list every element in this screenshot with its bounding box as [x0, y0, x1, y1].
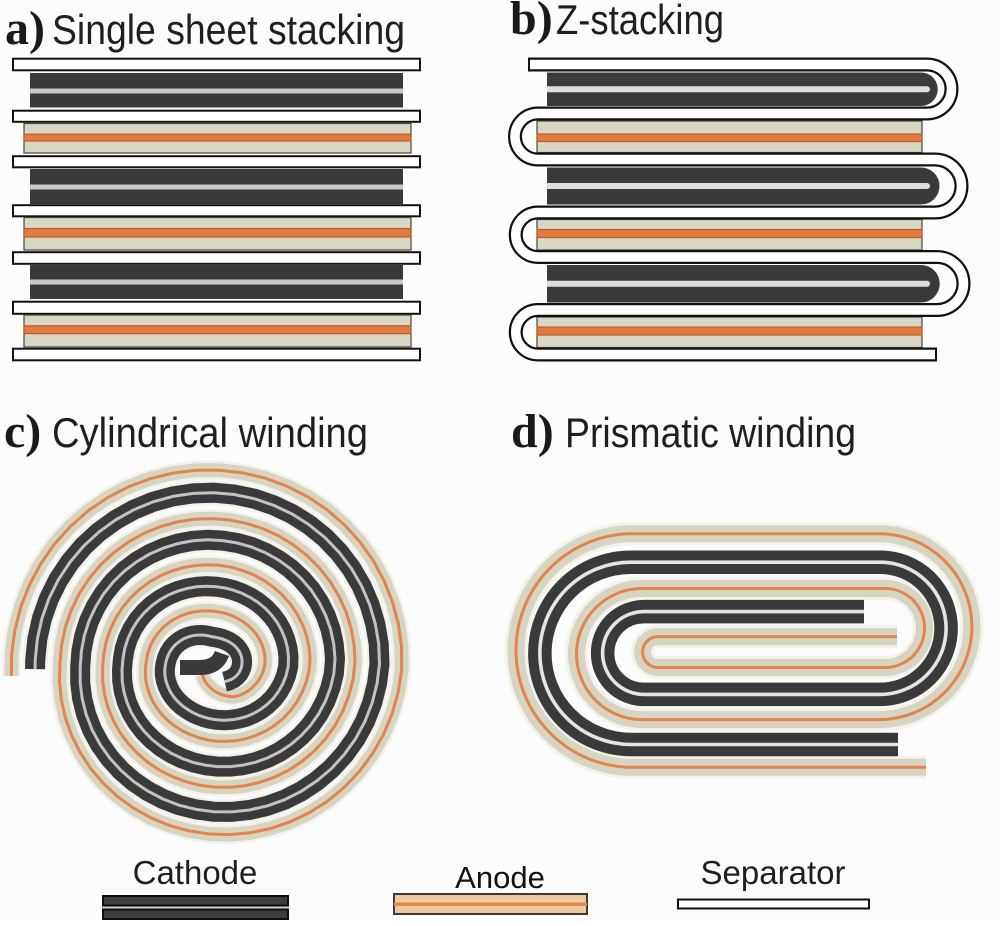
svg-text:Prismatic winding: Prismatic winding: [565, 409, 856, 456]
svg-text:b): b): [510, 0, 553, 45]
svg-text:c): c): [4, 405, 41, 458]
svg-text:Single sheet stacking: Single sheet stacking: [52, 6, 405, 53]
svg-text:a): a): [5, 2, 45, 55]
svg-text:Cathode: Cathode: [133, 854, 258, 891]
svg-text:Separator: Separator: [701, 854, 846, 891]
svg-text:Anode: Anode: [455, 860, 545, 895]
svg-text:Z-stacking: Z-stacking: [556, 0, 724, 43]
svg-text:d): d): [511, 405, 554, 458]
svg-text:Cylindrical winding: Cylindrical winding: [52, 409, 368, 456]
